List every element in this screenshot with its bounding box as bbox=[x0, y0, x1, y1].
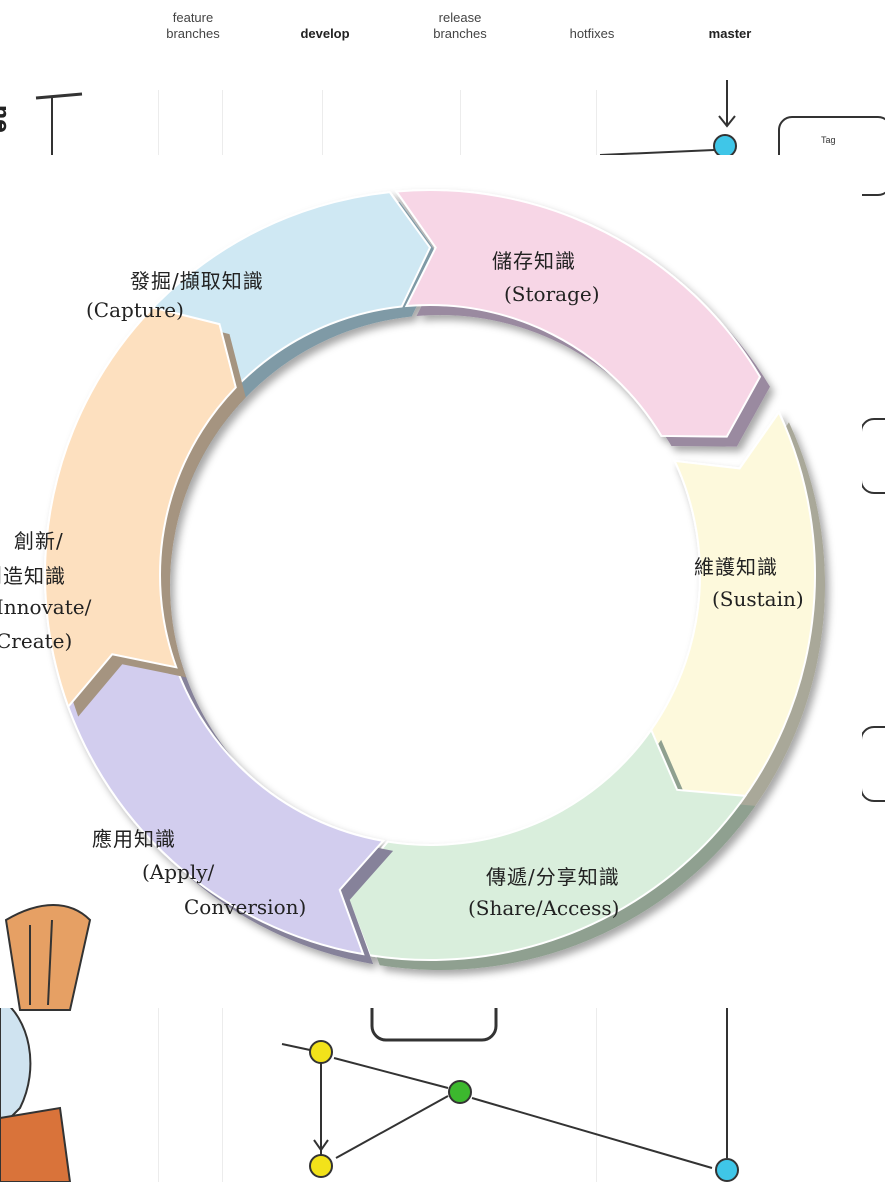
commit-dot-yellow bbox=[309, 1040, 333, 1064]
segment-innovate-subtitle-1: (Innovate/ bbox=[0, 595, 92, 619]
branch-line bbox=[333, 1057, 449, 1089]
column-label-master: master bbox=[708, 26, 752, 41]
git-flow-top-fragment bbox=[35, 80, 737, 158]
arrowhead-icon bbox=[718, 115, 736, 128]
commit-dot-yellow bbox=[309, 1154, 333, 1178]
cycle-wheel bbox=[44, 189, 825, 970]
commit-dot-cyan bbox=[715, 1158, 739, 1182]
cartoon-figure-fragment bbox=[0, 1008, 32, 1130]
pen-stroke bbox=[35, 92, 83, 100]
branch-line bbox=[281, 1043, 311, 1051]
segment-innovate bbox=[44, 306, 237, 709]
branch-line bbox=[471, 1097, 713, 1169]
lane-line bbox=[322, 90, 323, 155]
chair-rung bbox=[47, 919, 53, 1006]
segment-innovate-subtitle-2: Create) bbox=[0, 629, 73, 653]
tag-label: Tag bbox=[821, 135, 836, 145]
segment-share-subtitle: (Share/Access) bbox=[468, 896, 620, 920]
git-flow-header: feature branches develop release branche… bbox=[0, 0, 885, 90]
callout-box bbox=[370, 1008, 498, 1042]
git-flow-bottom-lines bbox=[0, 1008, 739, 1182]
segment-sustain-subtitle: (Sustain) bbox=[712, 587, 804, 611]
column-label-release-branches: release branches bbox=[433, 10, 487, 41]
column-label-hotfixes: hotfixes bbox=[569, 26, 615, 41]
cartoon-chair-fragment bbox=[4, 904, 92, 1011]
segment-storage bbox=[394, 189, 762, 438]
lane-line bbox=[222, 90, 223, 155]
lane-line bbox=[596, 90, 597, 155]
merge-line bbox=[599, 149, 715, 156]
branch-line bbox=[335, 1095, 449, 1159]
side-text-fragment: ne bbox=[0, 105, 14, 133]
knowledge-cycle-diagram: 發掘/擷取知識 (Capture) 儲存知識 (Storage) 維護知識 (S… bbox=[0, 155, 862, 1008]
chair-back bbox=[4, 904, 92, 1011]
arrowhead-icon bbox=[313, 1139, 329, 1152]
segment-capture-subtitle: (Capture) bbox=[86, 298, 184, 322]
lane-line bbox=[158, 90, 159, 155]
segment-storage-subtitle: (Storage) bbox=[504, 282, 600, 306]
lane-line bbox=[460, 90, 461, 155]
segment-innovate-title-1: 創新/ bbox=[14, 529, 64, 553]
segment-apply-subtitle-2: Conversion) bbox=[184, 895, 307, 919]
commit-dot-green bbox=[448, 1080, 472, 1104]
callout-fragment bbox=[860, 726, 885, 802]
lane-line bbox=[158, 1008, 159, 1182]
segment-apply-title: 應用知識 bbox=[92, 827, 176, 851]
callout-fragment bbox=[860, 418, 885, 494]
master-commit-dot bbox=[713, 134, 737, 158]
column-label-develop: develop bbox=[300, 26, 350, 41]
segment-capture-title: 發掘/擷取知識 bbox=[130, 269, 264, 293]
cartoon-table-fragment bbox=[0, 1106, 72, 1182]
git-flow-bottom-fragment bbox=[0, 1008, 885, 1182]
segment-storage-title: 儲存知識 bbox=[492, 249, 576, 273]
lane-line bbox=[222, 1008, 223, 1182]
column-label-feature-branches: feature branches bbox=[166, 10, 220, 41]
segment-innovate-title-2: 創造知識 bbox=[0, 564, 66, 588]
segment-sustain-title: 維護知識 bbox=[694, 555, 778, 579]
lane-line bbox=[596, 1008, 597, 1182]
segment-apply-subtitle-1: (Apply/ bbox=[142, 860, 215, 884]
segment-share-title: 傳遞/分享知識 bbox=[486, 865, 620, 889]
